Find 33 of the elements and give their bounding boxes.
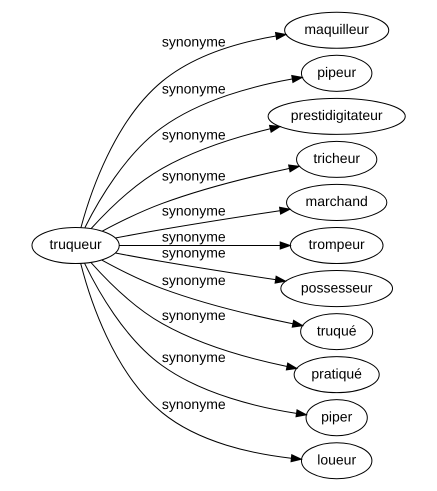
- edge-label: synonyme: [162, 228, 226, 245]
- node-ellipse: loueur: [300, 442, 372, 480]
- edge-label: synonyme: [162, 244, 226, 261]
- node-ellipse: tricheur: [296, 140, 378, 178]
- arrow: [114, 252, 288, 284]
- node-ellipse: possesseur: [280, 270, 394, 308]
- arrow: [90, 124, 282, 229]
- edge-label: synonyme: [162, 80, 226, 97]
- arrow: [80, 32, 288, 228]
- edge-label: synonyme: [162, 33, 226, 50]
- node-ellipse: pratiqué: [294, 356, 380, 394]
- arrow: [84, 262, 308, 418]
- node-ellipse: truqueur: [31, 226, 120, 264]
- node-ellipse: piper: [306, 399, 368, 436]
- edge-label: synonyme: [162, 272, 226, 288]
- arrow: [118, 241, 292, 250]
- edge-label: synonyme: [162, 168, 226, 184]
- edge-label: synonyme: [162, 126, 226, 143]
- node-ellipse: pipeur: [300, 54, 372, 92]
- edge-label: synonyme: [162, 202, 226, 219]
- arrow: [90, 262, 298, 370]
- edge-label: synonyme: [162, 306, 226, 323]
- node-ellipse: truqué: [300, 313, 374, 350]
- node-ellipse: maquilleur: [284, 12, 390, 49]
- arrow: [114, 206, 292, 238]
- arrow: [80, 262, 303, 462]
- node-ellipse: trompeur: [290, 226, 384, 264]
- node-ellipse: marchand: [286, 184, 388, 221]
- edge-label: synonyme: [162, 348, 226, 365]
- arrow: [101, 260, 304, 328]
- edge-label: synonyme: [162, 396, 226, 412]
- arrow: [102, 164, 301, 232]
- arrow: [84, 74, 304, 228]
